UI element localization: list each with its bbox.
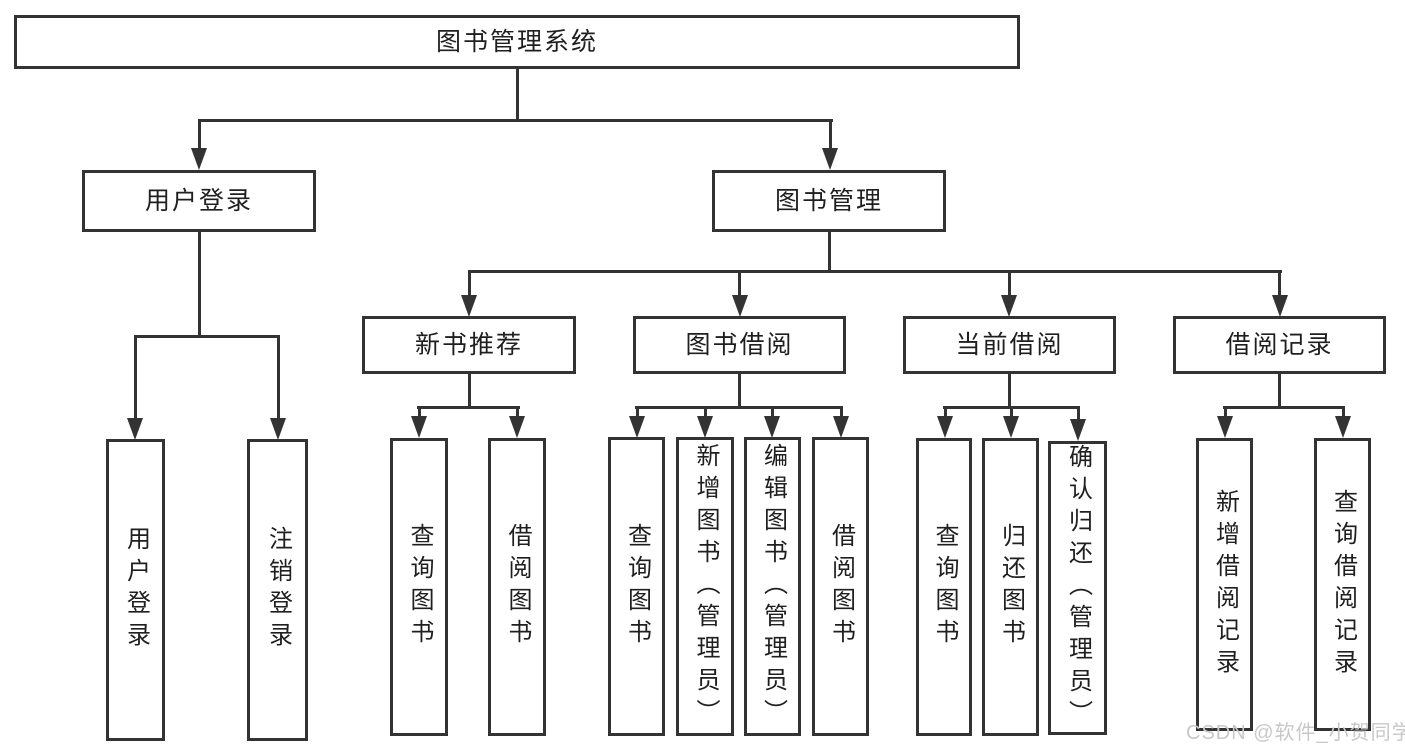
- connector-line: [1008, 270, 1011, 296]
- node-query-books: 查询图书: [608, 437, 665, 736]
- arrow-down-icon: [1070, 419, 1086, 441]
- watermark: CSDN @软件_小贺同学: [1186, 722, 1405, 744]
- connector-line: [1342, 406, 1345, 418]
- connector-line: [1077, 406, 1080, 420]
- node-new-book-recommend: 新书推荐: [362, 316, 576, 374]
- connector-line: [277, 335, 280, 419]
- arrow-down-icon: [1001, 295, 1017, 317]
- arrow-down-icon: [732, 295, 748, 317]
- arrow-down-icon: [629, 416, 645, 438]
- connector-line: [840, 406, 843, 418]
- connector-line: [198, 119, 201, 150]
- arrow-down-icon: [822, 148, 838, 170]
- node-return-book: 归还图书: [982, 438, 1039, 736]
- connector-line: [771, 406, 774, 418]
- connector-line: [636, 406, 639, 418]
- arrow-down-icon: [411, 416, 427, 438]
- node-add-borrow-record: 新增借阅记录: [1196, 438, 1253, 731]
- node-current-borrow: 当前借阅: [903, 316, 1116, 374]
- node-user-login: 用户登录: [82, 170, 316, 232]
- arrow-down-icon: [1003, 416, 1019, 438]
- connector-line: [828, 231, 831, 270]
- node-logout: 注销登录: [247, 439, 308, 741]
- arrow-down-icon: [191, 148, 207, 170]
- connector-line: [516, 67, 519, 119]
- connector-line: [198, 119, 833, 122]
- connector-line: [738, 270, 741, 296]
- node-borrow-books: 借阅图书: [488, 438, 546, 736]
- connector-line: [1278, 270, 1281, 296]
- node-query-books: 查询图书: [916, 438, 972, 736]
- connector-line: [198, 231, 201, 335]
- arrow-down-icon: [509, 416, 525, 438]
- connector-line: [516, 406, 519, 418]
- connector-line: [829, 119, 832, 150]
- connector-line: [418, 406, 421, 418]
- arrow-down-icon: [1272, 295, 1288, 317]
- node-query-borrow-record: 查询借阅记录: [1314, 438, 1371, 731]
- node-book-management: 图书管理: [712, 170, 946, 232]
- node-confirm-return-admin: 确认归还（管理员）: [1048, 441, 1107, 735]
- arrow-down-icon: [1335, 416, 1351, 438]
- connector-line: [738, 374, 741, 406]
- connector-line: [468, 270, 1282, 273]
- connector-line: [468, 374, 471, 406]
- connector-line: [468, 270, 471, 296]
- arrow-down-icon: [127, 418, 143, 440]
- connector-line: [134, 335, 280, 338]
- arrow-down-icon: [833, 416, 849, 438]
- arrow-down-icon: [270, 418, 286, 440]
- connector-line: [1010, 406, 1013, 418]
- connector-line: [1278, 374, 1281, 406]
- connector-line: [1224, 406, 1227, 418]
- node-query-books: 查询图书: [390, 438, 448, 736]
- arrow-down-icon: [461, 295, 477, 317]
- node-library-management-system: 图书管理系统: [14, 15, 1020, 69]
- node-user-login-leaf: 用户登录: [106, 439, 165, 741]
- connector-line: [635, 406, 843, 409]
- node-add-book-admin: 新增图书（管理员）: [676, 437, 734, 736]
- connector-line: [417, 406, 520, 409]
- connector-line: [1008, 374, 1011, 406]
- arrow-down-icon: [764, 416, 780, 438]
- connector-line: [944, 406, 947, 418]
- arrow-down-icon: [937, 416, 953, 438]
- connector-line: [134, 335, 137, 419]
- node-edit-book-admin: 编辑图书（管理员）: [744, 437, 801, 736]
- node-borrow-records: 借阅记录: [1173, 316, 1386, 374]
- connector-line: [704, 406, 707, 418]
- arrow-down-icon: [697, 416, 713, 438]
- node-book-borrow: 图书借阅: [633, 316, 846, 374]
- node-borrow-books: 借阅图书: [812, 437, 869, 736]
- connector-line: [1223, 406, 1345, 409]
- arrow-down-icon: [1217, 416, 1233, 438]
